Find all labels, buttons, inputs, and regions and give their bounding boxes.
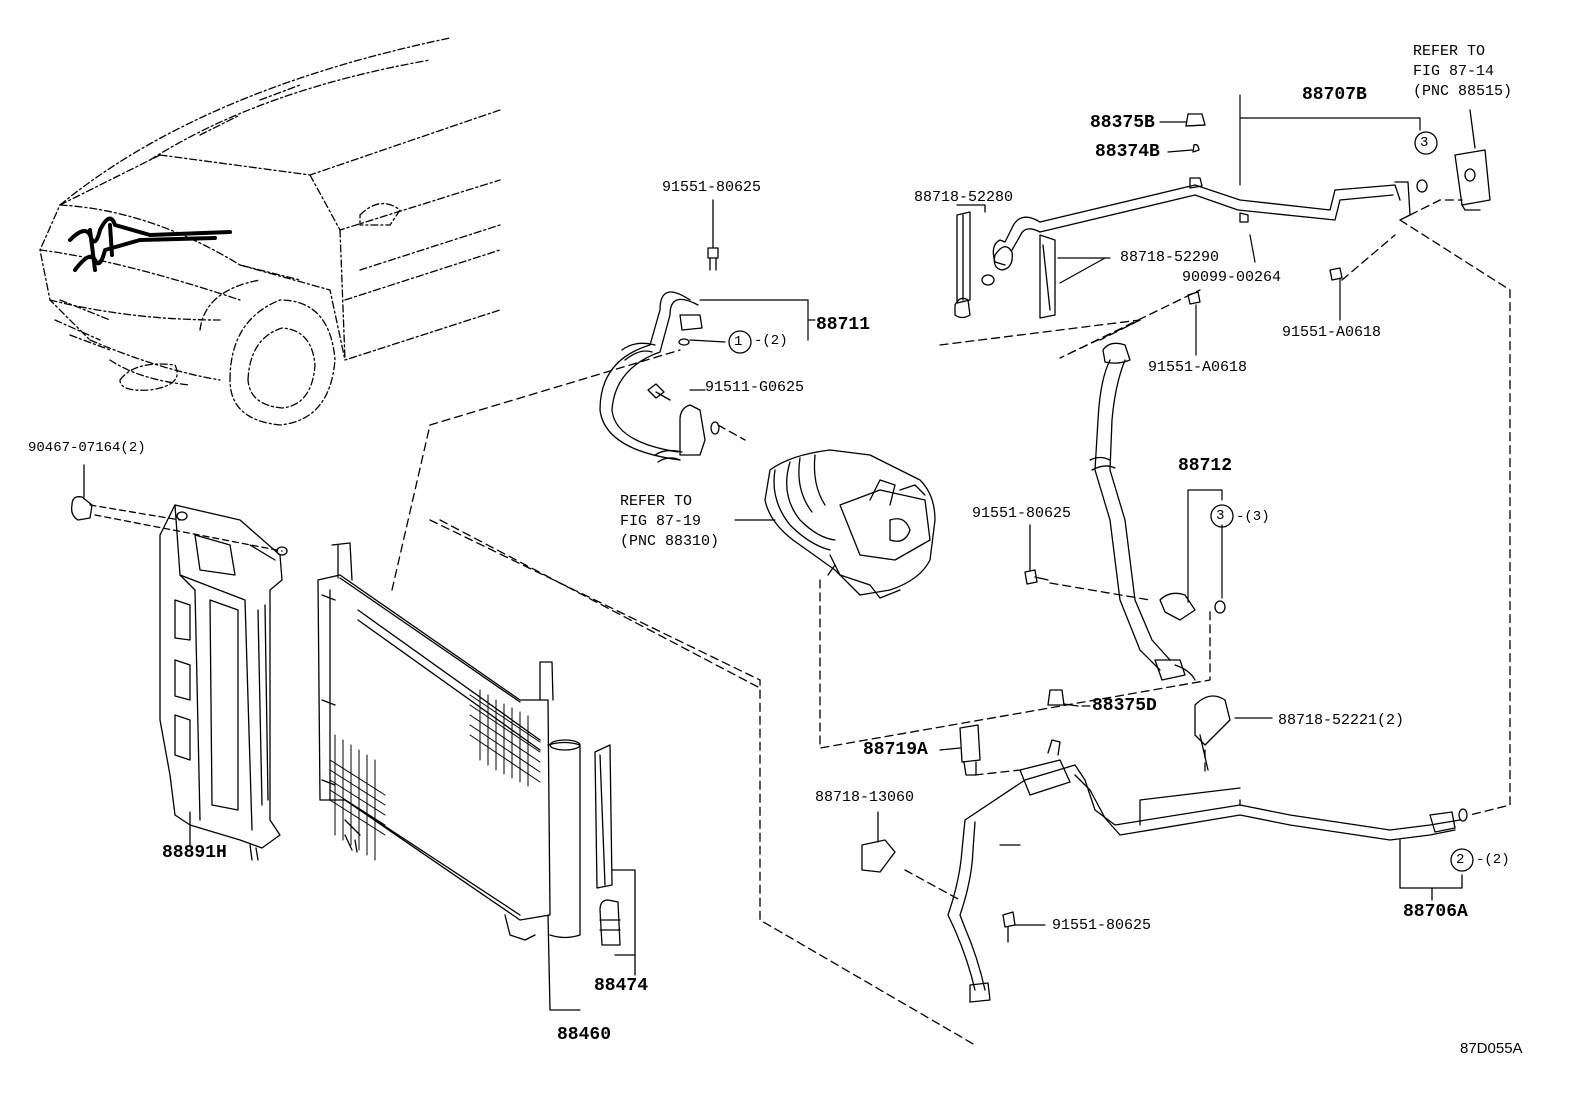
- ref-circles: [728, 131, 1474, 872]
- label-88719A: 88719A: [863, 740, 928, 760]
- label-88474: 88474: [594, 976, 649, 996]
- label-91551-80625-mid: 91551-80625: [972, 505, 1072, 522]
- label-91511-G0625: 91511-G0625: [705, 379, 805, 396]
- bolt-91551-bot: [1002, 911, 1016, 943]
- suction-hose-88712: [1089, 342, 1226, 681]
- bolt-91551-mid: [1024, 524, 1049, 585]
- clamp-88718-52280: [954, 204, 995, 319]
- circle-label-3b: 3: [1216, 508, 1225, 524]
- label-88707B: 88707B: [1302, 85, 1367, 105]
- figure-id: 87D055A: [1460, 1040, 1523, 1057]
- label-90467-07164: 90467-07164(2): [28, 440, 146, 456]
- dashed-leaders-left: [391, 349, 976, 1046]
- label-88718-52280: 88718-52280: [914, 189, 1014, 206]
- dashed-leaders-right: [819, 199, 1511, 901]
- clamp-88718-13060: [861, 811, 896, 873]
- refer-compressor-line3: (PNC 88310): [620, 533, 720, 550]
- label-91551-A0618-a: 91551-A0618: [1282, 324, 1382, 341]
- refer-compressor-line1: REFER TO: [620, 493, 693, 510]
- suction-pipe-88707B: [992, 177, 1428, 319]
- refer-compressor-line2: FIG 87-19: [620, 513, 702, 530]
- label-88711-qty: -(2): [754, 333, 788, 349]
- valve-caps-88375B-88374B: [1185, 113, 1206, 153]
- bolts-A0618: [1187, 212, 1343, 305]
- discharge-hose-88711: [599, 291, 720, 463]
- label-88712: 88712: [1178, 456, 1233, 476]
- refer-valve-line3: (PNC 88515): [1413, 83, 1513, 100]
- ref-circle-2: [1450, 848, 1474, 872]
- label-88712-qty: -(3): [1236, 509, 1270, 525]
- label-91551-80625-top: 91551-80625: [662, 179, 762, 196]
- ref-circle-3a: [1414, 131, 1438, 155]
- cap-88375D: [1047, 689, 1079, 707]
- condenser-core-fins: [329, 689, 541, 861]
- vehicle-illustration: [39, 37, 501, 426]
- bolt-91511: [647, 383, 671, 401]
- clip-90467: [70, 464, 93, 521]
- label-88374B: 88374B: [1095, 142, 1160, 162]
- refer-valve-line1: REFER TO: [1413, 43, 1486, 60]
- ref-circle-3b: [1210, 504, 1234, 528]
- circle-label-1: 1: [734, 334, 743, 350]
- condenser-88460: [317, 542, 581, 1011]
- label-91551-A0618-b: 91551-A0618: [1148, 359, 1248, 376]
- highlighted-ac-lines: [68, 216, 232, 272]
- circle-label-2: 2: [1456, 852, 1465, 868]
- label-88706A: 88706A: [1403, 902, 1468, 922]
- expansion-valve-88515: [1454, 109, 1491, 211]
- label-88460: 88460: [557, 1025, 612, 1045]
- ref-circle-1: [728, 330, 752, 354]
- label-88718-52221: 88718-52221(2): [1278, 712, 1405, 729]
- label-90099-00264: 90099-00264: [1182, 269, 1282, 286]
- circle-label-3a: 3: [1420, 135, 1429, 151]
- label-88375B: 88375B: [1090, 113, 1155, 133]
- callout-leaders: [689, 94, 1421, 926]
- liquid-pipe-88706A: [947, 739, 1468, 1003]
- refer-valve-line2: FIG 87-14: [1413, 63, 1495, 80]
- label-88718-52290: 88718-52290: [1120, 249, 1220, 266]
- air-duct-88891H: [89, 504, 288, 861]
- bolt-91551-top: [707, 199, 719, 271]
- label-88718-13060: 88718-13060: [815, 789, 915, 806]
- label-91551-80625-bot: 91551-80625: [1052, 917, 1152, 934]
- label-88711: 88711: [816, 315, 871, 335]
- dryer-88474: [594, 744, 636, 976]
- clamp-88718-52221: [1194, 695, 1231, 771]
- compressor-88310: [764, 449, 936, 599]
- switch-88719A: [939, 724, 981, 776]
- label-88706A-qty: -(2): [1476, 852, 1510, 868]
- label-88891H: 88891H: [162, 843, 227, 863]
- label-88375D: 88375D: [1092, 696, 1157, 716]
